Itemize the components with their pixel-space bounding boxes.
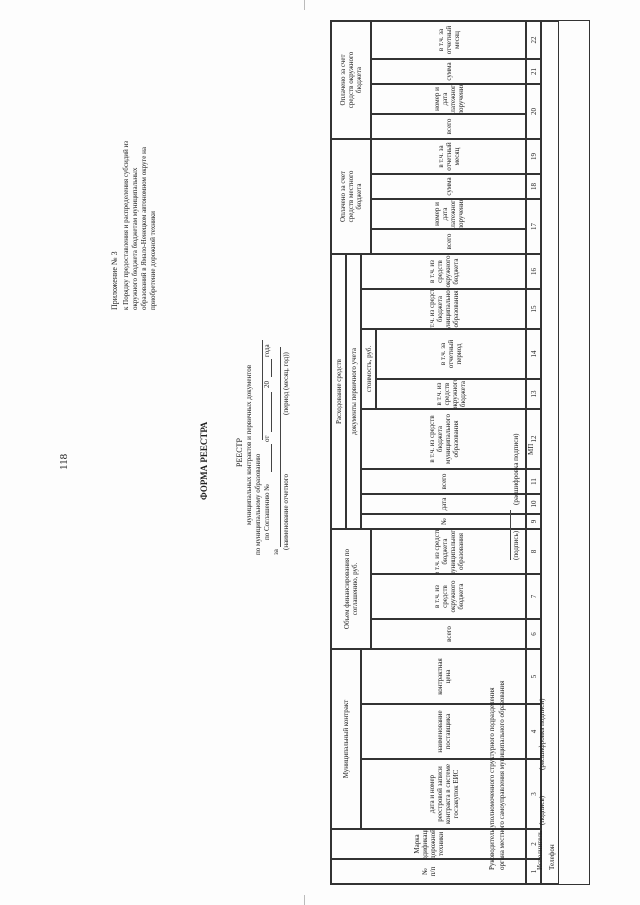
- header-po-total: всего: [371, 114, 526, 139]
- registry-line3: по Соглашению №: [263, 484, 271, 540]
- footer-phone: Телефон: [548, 844, 556, 870]
- header-doc-total: всего: [361, 469, 526, 494]
- col-number: 10: [526, 494, 541, 514]
- margin-mark-top: [304, 0, 305, 10]
- appendix-title: Приложение № 3: [110, 251, 119, 310]
- col-number: 8: [526, 529, 541, 574]
- group-documents: Расходование средств: [331, 254, 346, 529]
- header-cost: стоимость, руб.: [361, 329, 376, 409]
- registry-from: от: [263, 435, 271, 442]
- appendix-line: образований в Ямало-Ненецком автономном …: [140, 147, 148, 310]
- col-number: 11: [526, 469, 541, 494]
- group-contract: Муниципальный контракт: [331, 649, 361, 829]
- hint-period-right: (период (месяц, год)): [282, 352, 290, 415]
- footer-sign-hint: (подпись): [512, 530, 520, 560]
- registry-for: за: [272, 549, 280, 555]
- year-underline: [271, 359, 272, 377]
- col-number: 21: [526, 59, 541, 84]
- head-sign-underline: [510, 510, 512, 560]
- col-number: 17: [526, 199, 541, 254]
- registry-line1: муниципальных контрактов и первичных док…: [245, 364, 253, 525]
- header-no: № п/п: [331, 859, 526, 884]
- col-number: 7: [526, 574, 541, 619]
- footer-exec-decode: (расшифровка подписи): [538, 698, 546, 770]
- col-number: 13: [526, 379, 541, 409]
- appendix-line: к Порядку предоставления и распределения…: [122, 140, 130, 310]
- hint-period-left: (наименование отчетного: [282, 474, 290, 550]
- header-pl-sum: сумма: [371, 174, 526, 199]
- col-number: 18: [526, 174, 541, 199]
- col-number: 19: [526, 139, 541, 174]
- group-documents-sub: документы первичного учета: [346, 254, 361, 529]
- header-cost-mun: в т.ч. из средств бюджета муниципального…: [361, 289, 526, 329]
- col-number: 9: [526, 514, 541, 529]
- header-cost-okrug2: в т.ч. из средств окружного бюджета: [361, 254, 526, 289]
- col-number: 6: [526, 619, 541, 649]
- col-number: 12: [526, 409, 541, 469]
- header-pl-total: всего: [371, 229, 526, 254]
- col-number: 20: [526, 84, 541, 139]
- footer-exec-sign: (подпись): [538, 795, 546, 825]
- agreement-date-underline: [271, 392, 272, 432]
- period-underline: [280, 347, 281, 547]
- group-financing: Объем финансирования по соглашению, руб.: [331, 529, 371, 649]
- col-number: 14: [526, 329, 541, 379]
- footer-mp: МП: [527, 443, 535, 455]
- col-number: 5: [526, 649, 541, 704]
- header-doc-mun: в т.ч. из средств бюджета муниципального…: [361, 409, 526, 469]
- registry-table: № п/п Марка (модификация) дорожной техни…: [330, 20, 590, 885]
- header-brand: Марка (модификация) дорожной техники: [331, 829, 526, 859]
- col-number: 22: [526, 21, 541, 59]
- header-pl-doc: номер и дата платежного поручения: [371, 199, 526, 229]
- header-po-doc: номер и дата платежного поручения: [371, 84, 526, 114]
- header-pl-period: в т.ч. за отчетный месяц: [371, 139, 526, 174]
- header-cost-okrug: в т.ч. из средств окружного бюджета: [376, 379, 526, 409]
- registry-title: РЕЕСТР: [235, 438, 244, 467]
- header-fin-total: всего: [371, 619, 526, 649]
- footer-head-line1: Руководитель уполномоченного структурног…: [488, 687, 496, 870]
- registry-year: года: [263, 344, 271, 357]
- header-fin-okrug: в т.ч. из средств окружного бюджета: [371, 574, 526, 619]
- header-doc-date: дата: [361, 494, 526, 514]
- col-number: 16: [526, 254, 541, 289]
- header-po-sum: сумма: [371, 59, 526, 84]
- registry-year-num: 20: [263, 381, 271, 388]
- header-po-period: в т.ч. за отчетный месяц: [371, 21, 526, 59]
- group-paid-okrug: Оплачено за счет средств окружного бюдже…: [331, 21, 371, 139]
- rotated-form: 118 Приложение № 3 к Порядку предоставле…: [30, 20, 590, 885]
- col-number: 15: [526, 289, 541, 329]
- footer-sign-decode: (расшифровка подписи): [512, 433, 520, 505]
- appendix-line: приобретение дорожной техники: [149, 211, 157, 310]
- agreement-number-underline: [271, 444, 272, 472]
- page-number: 118: [58, 453, 70, 470]
- footer-head-line2: органа местного самоуправления муниципал…: [498, 680, 506, 870]
- header-cost-period: в т.ч. за отчетный период: [376, 329, 526, 379]
- footer-executor: Исполнитель: [536, 830, 544, 870]
- header-doc-no: №: [361, 514, 526, 529]
- appendix-line: окружного бюджета бюджетам муниципальных: [131, 167, 139, 310]
- header-fin-mun: в т.ч. из средств бюджета муниципального…: [371, 529, 526, 574]
- margin-mark-bottom: [304, 895, 305, 905]
- group-paid-local: Оплачено за счет средств местного бюджет…: [331, 139, 371, 254]
- form-title: ФОРМА РЕЕСТРА: [199, 421, 209, 500]
- registry-line2: по муниципальному образованию: [254, 453, 262, 555]
